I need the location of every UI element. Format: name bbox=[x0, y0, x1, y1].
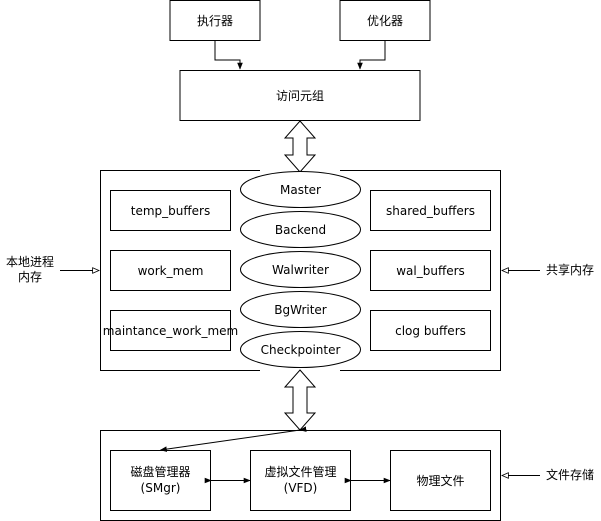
vfd-box: 虚拟文件管理 (VFD) bbox=[250, 450, 351, 511]
executor-connector bbox=[214, 40, 243, 70]
local-memory-container bbox=[100, 170, 260, 371]
physical-file-label: 物理文件 bbox=[416, 473, 464, 488]
smgr-diagonal-arrow bbox=[159, 426, 307, 452]
optimizer-box: 优化器 bbox=[339, 0, 431, 41]
temp-buffers-label: temp_buffers bbox=[131, 204, 210, 218]
process-master-label: Master bbox=[280, 183, 321, 197]
process-master: Master bbox=[240, 171, 361, 208]
process-bgwriter-label: BgWriter bbox=[274, 303, 327, 317]
lower-double-arrow bbox=[283, 369, 317, 431]
local-memory-label-line1: 本地进程 bbox=[6, 254, 54, 269]
maintance-work-mem-label: maintance_work_mem bbox=[103, 324, 238, 338]
wal-buffers-label: wal_buffers bbox=[396, 264, 465, 278]
executor-box: 执行器 bbox=[169, 0, 261, 41]
process-backend-label: Backend bbox=[275, 223, 326, 237]
clog-buffers-label: clog buffers bbox=[395, 324, 466, 338]
process-checkpointer-label: Checkpointer bbox=[261, 343, 341, 357]
storage-label: 文件存储 bbox=[546, 467, 594, 482]
access-tuple-box: 访问元组 bbox=[179, 70, 421, 121]
access-tuple-label: 访问元组 bbox=[276, 89, 324, 103]
work-mem-box: work_mem bbox=[110, 250, 231, 291]
optimizer-connector bbox=[357, 40, 386, 70]
process-bgwriter: BgWriter bbox=[240, 291, 361, 328]
process-walwriter: Walwriter bbox=[240, 251, 361, 288]
upper-double-arrow bbox=[283, 120, 317, 173]
maintance-work-mem-box: maintance_work_mem bbox=[103, 310, 238, 351]
process-walwriter-label: Walwriter bbox=[272, 263, 329, 277]
smgr-label-line1: 磁盘管理器 bbox=[130, 464, 190, 479]
temp-buffers-box: temp_buffers bbox=[110, 190, 231, 231]
vfd-label-line1: 虚拟文件管理 bbox=[264, 464, 336, 479]
smgr-box: 磁盘管理器 (SMgr) bbox=[110, 450, 211, 511]
executor-label: 执行器 bbox=[197, 14, 233, 28]
clog-buffers-box: clog buffers bbox=[370, 310, 491, 351]
vfd-label-line2: (VFD) bbox=[284, 481, 318, 495]
shared-buffers-label: shared_buffers bbox=[386, 204, 475, 218]
shared-buffers-box: shared_buffers bbox=[370, 190, 491, 231]
shared-memory-label: 共享内存 bbox=[546, 262, 594, 277]
process-backend: Backend bbox=[240, 211, 361, 248]
smgr-label-line2: (SMgr) bbox=[141, 481, 181, 495]
shared-memory-container bbox=[340, 170, 501, 371]
wal-buffers-box: wal_buffers bbox=[370, 250, 491, 291]
process-checkpointer: Checkpointer bbox=[240, 331, 361, 368]
physical-file-box: 物理文件 bbox=[390, 450, 491, 511]
work-mem-label: work_mem bbox=[138, 264, 204, 278]
local-memory-label-line2: 内存 bbox=[18, 270, 42, 284]
optimizer-label: 优化器 bbox=[367, 14, 403, 28]
